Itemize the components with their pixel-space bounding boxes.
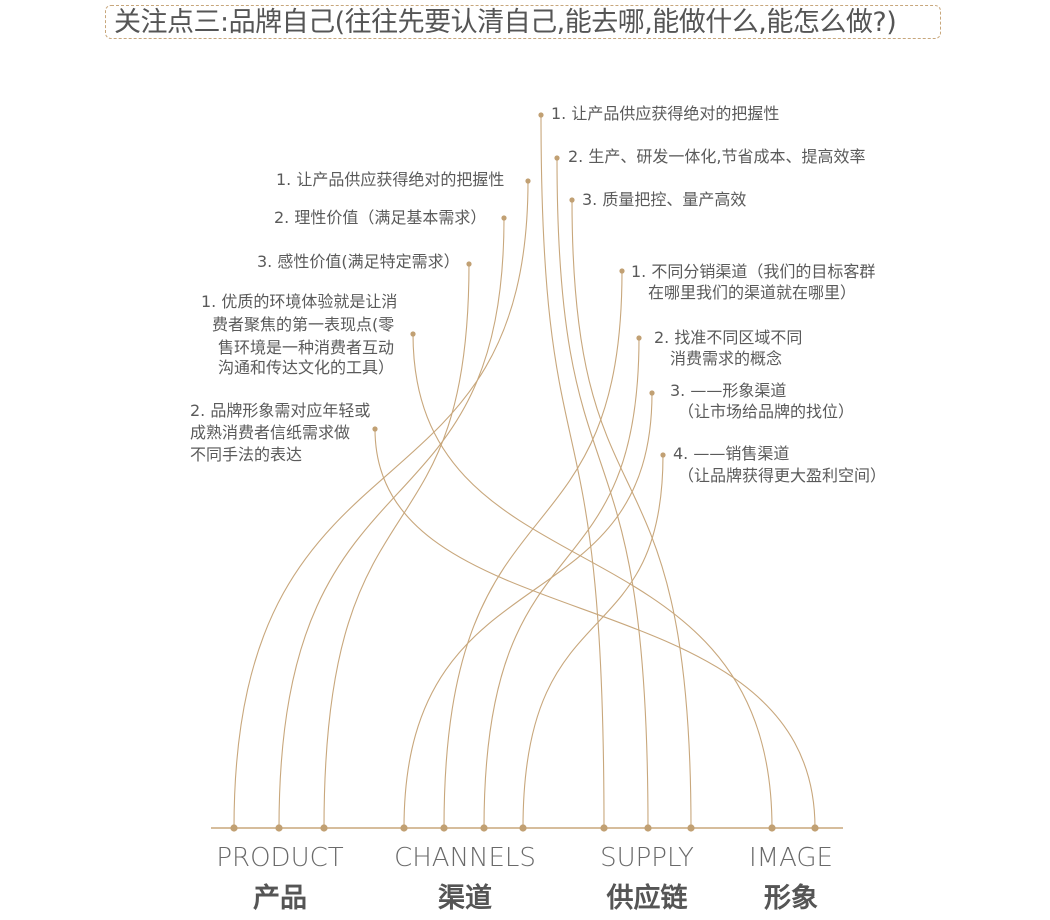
base-dot-product-2: [275, 824, 283, 832]
connector-product-2: [278, 217, 505, 829]
product-item-1: 1. 让产品供应获得绝对的把握性: [276, 170, 505, 189]
base-dot-channel-3: [400, 824, 408, 832]
label-dot-supply-1: [538, 112, 544, 118]
label-dot-channel-3: [649, 390, 655, 396]
category-channels-zh: 渠道: [438, 883, 492, 914]
base-dot-supply-1: [600, 824, 608, 832]
image-item-1-line-4: 沟通和传达文化的工具）: [218, 358, 395, 377]
channel-item-4-line-1: 4. ——销售渠道: [673, 444, 790, 463]
page-title: 关注点三:品牌自己(往往先要认清自己,能去哪,能做什么,能怎么做?): [114, 7, 897, 38]
category-supply-en: SUPPLY: [600, 843, 694, 873]
category-product-zh: 产品: [253, 883, 307, 914]
image-item-1-line-2: 费者聚焦的第一表现点(零: [212, 315, 395, 334]
base-dot-supply-2: [644, 824, 652, 832]
product-item-2: 2. 理性价值（满足基本需求）: [274, 208, 487, 227]
connector-channel-4: [522, 454, 664, 829]
base-dot-product-1: [230, 824, 238, 832]
connector-channel-3: [403, 392, 653, 829]
category-channels-en: CHANNELS: [394, 843, 536, 873]
base-dot-channel-2: [480, 824, 488, 832]
label-dot-channel-4: [660, 452, 666, 458]
image-item-2-line-3: 不同手法的表达: [190, 445, 303, 464]
label-dot-supply-2: [554, 155, 560, 161]
label-dot-image-1: [410, 331, 416, 337]
label-dot-image-2: [372, 426, 378, 432]
base-dot-channel-4: [519, 824, 527, 832]
connector-product-1: [233, 180, 529, 829]
base-dot-image-1: [768, 824, 776, 832]
label-dot-channel-1: [619, 268, 625, 274]
base-dot-channel-1: [440, 824, 448, 832]
supply-item-1: 1. 让产品供应获得绝对的把握性: [551, 104, 780, 123]
connector-supply-3: [571, 199, 692, 829]
label-dot-product-3: [466, 261, 472, 267]
connector-product-3: [323, 263, 470, 829]
connector-channel-2: [483, 337, 640, 829]
image-item-1-line-1: 1. 优质的环境体验就是让消: [201, 292, 398, 311]
image-item-2-line-2: 成熟消费者信纸需求做: [190, 423, 351, 442]
base-dot-product-3: [320, 824, 328, 832]
connector-image-2: [374, 428, 816, 829]
channel-item-1-line-2: 在哪里我们的渠道就在哪里）: [648, 283, 857, 302]
label-dot-product-2: [501, 215, 507, 221]
category-image-zh: 形象: [764, 883, 818, 914]
label-dot-supply-3: [569, 197, 575, 203]
connector-supply-1: [540, 114, 605, 829]
channel-item-3-line-2: （让市场给品牌的找位）: [678, 402, 855, 421]
label-dot-channel-2: [636, 335, 642, 341]
image-item-2-line-1: 2. 品牌形象需对应年轻或: [190, 401, 371, 420]
category-product-en: PRODUCT: [216, 843, 344, 873]
product-item-3: 3. 感性价值(满足特定需求）: [257, 252, 460, 271]
category-supply-zh: 供应链: [606, 883, 688, 914]
supply-item-2: 2. 生产、研发一体化,节省成本、提高效率: [568, 147, 866, 166]
channel-item-3-line-1: 3. ——形象渠道: [670, 381, 787, 400]
connector-image-1: [412, 333, 773, 829]
supply-item-3: 3. 质量把控、量产高效: [582, 190, 747, 209]
channel-item-2-line-2: 消费需求的概念: [670, 349, 783, 368]
label-dot-product-1: [525, 178, 531, 184]
title-frame: [105, 5, 941, 39]
channel-item-1-line-1: 1. 不同分销渠道（我们的目标客群: [631, 262, 876, 281]
base-dot-image-2: [811, 824, 819, 832]
connector-channel-1: [443, 270, 623, 829]
base-dot-supply-3: [687, 824, 695, 832]
connector-supply-2: [556, 157, 649, 829]
image-item-1-line-3: 售环境是一种消费者互动: [218, 338, 395, 357]
channel-item-4-line-2: （让品牌获得更大盈利空间）: [678, 466, 887, 485]
channel-item-2-line-1: 2. 找准不同区域不同: [654, 328, 803, 347]
category-image-en: IMAGE: [748, 843, 833, 873]
